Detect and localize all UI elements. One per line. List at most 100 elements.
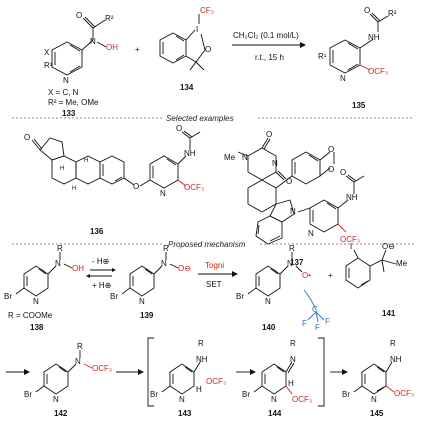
r-definition: R = COOMe [8, 311, 53, 320]
r-group: R [290, 339, 296, 348]
compound-137-label: 137 [290, 258, 304, 267]
r-group: R [390, 339, 396, 348]
fluorine: F [302, 319, 307, 328]
mechanism-143: R NH Br N H OCF₃ 143 [150, 339, 226, 418]
dioxole-o: O [328, 145, 334, 154]
mechanism-142: R N OCF₃ Br N 142 [24, 342, 112, 418]
plus-sign: + [135, 45, 140, 54]
ether-o: O [133, 182, 139, 191]
bromine: Br [236, 292, 244, 301]
bromine: Br [342, 390, 350, 399]
ocf3-anion: OCF₃ [206, 377, 226, 386]
compound-140-label: 140 [262, 323, 276, 332]
amide-n: N [242, 153, 248, 162]
n-atom: N [55, 259, 61, 268]
togni-set-arrow: Togni SET [198, 261, 238, 289]
n-atom: N [287, 259, 293, 268]
deprotonation-label: - H⊕ [92, 257, 109, 266]
proposed-mechanism-divider: Proposed mechanism [12, 240, 414, 249]
row2-entry-arrow [6, 369, 30, 375]
oh-group: OH [106, 43, 118, 52]
methyl: Me [396, 259, 408, 268]
bracket-left [147, 337, 154, 407]
carbonyl-o: O [76, 11, 82, 20]
ring-n: N [265, 297, 271, 306]
mechanism-138: R N OH Br N R = COOMe 138 [4, 244, 84, 332]
compound-143-label: 143 [178, 409, 192, 418]
ocf3-group: OCF₃ [394, 389, 414, 398]
stereo-h: H [84, 158, 88, 164]
conditions-solvent: CH₂Cl₂ (0.1 mol/L) [233, 31, 299, 40]
ring-n: N [63, 76, 69, 85]
ocf3-group: OCF₃ [184, 183, 204, 192]
mechanism-139: R N O⊖ Br N 139 [110, 244, 191, 320]
n-methyl: Me [224, 153, 236, 162]
example-136: O H H H O O NH N OCF₃ 136 [24, 124, 204, 236]
iodine-atom: I [196, 25, 198, 34]
proposed-mechanism-heading: Proposed mechanism [168, 240, 246, 249]
r-group: R [289, 244, 295, 253]
n-atom: N [90, 37, 96, 46]
x-atom: X [44, 48, 50, 57]
r1-group: R¹ [318, 52, 327, 61]
mechanism-144: R N Br N H OCF₃ 144 [242, 339, 312, 418]
set-label: SET [206, 280, 222, 289]
ring-n: N [308, 229, 314, 238]
oh-group: OH [72, 264, 84, 273]
compound-135-label: 135 [352, 101, 366, 110]
compound-144-label: 144 [268, 409, 282, 418]
ring-n: N [160, 189, 166, 198]
fluorine: F [325, 317, 330, 326]
compound-139-label: 139 [140, 311, 154, 320]
compound-134-label: 134 [180, 83, 194, 92]
plus-sign: + [328, 271, 333, 280]
nh-group: NH [184, 149, 196, 158]
nh-group: NH [346, 193, 358, 202]
product-135: O R² NH R¹ N OCF₃ 135 [318, 6, 397, 110]
r2-definition: R² = Me, OMe [48, 98, 99, 107]
o-radical: O• [302, 271, 311, 280]
ring-n: N [340, 74, 346, 83]
ring-n: N [139, 297, 145, 306]
amide-o: O [176, 124, 182, 133]
ring-h: H [196, 385, 202, 394]
n-atom: N [161, 259, 167, 268]
selected-examples-heading: Selected examples [166, 114, 234, 123]
togni-label: Togni [205, 261, 224, 270]
nh-group: NH [390, 355, 402, 364]
togni-reagent-134: I CF₃ O 134 [159, 6, 214, 92]
dioxole-o: O [328, 165, 334, 174]
reaction-arrow: CH₂Cl₂ (0.1 mol/L) r.t., 15 h [232, 31, 306, 62]
bromine: Br [4, 292, 12, 301]
r-group: R [57, 244, 63, 253]
bromine: Br [242, 390, 250, 399]
equilibrium-arrows: - H⊕ + H⊕ [86, 257, 116, 290]
compound-141-label: 141 [382, 309, 396, 318]
bracket-right [318, 337, 325, 407]
stereo-h: H [72, 186, 76, 192]
n-atom: N [75, 357, 81, 366]
imine-n: N [290, 355, 296, 364]
amide-n: N [272, 159, 278, 168]
indole-n: N [290, 207, 296, 216]
r-group: R [198, 339, 204, 348]
stereo-h: H [60, 166, 64, 172]
ring-o: O [205, 45, 211, 54]
cf3-carbon: C [312, 305, 318, 314]
nh-group: NH [368, 33, 380, 42]
r2-group: R² [105, 14, 114, 23]
selected-examples-divider: Selected examples [12, 114, 414, 123]
nh-group: NH [196, 355, 208, 364]
r1-group: R¹ [44, 61, 53, 70]
arrow-142-143 [116, 369, 144, 375]
compound-145-label: 145 [370, 409, 384, 418]
mechanism-140: R N O• Br N 140 C F F F [236, 244, 330, 332]
x-definition: X = C, N [48, 88, 79, 97]
ocf3-group: OCF₃ [92, 364, 112, 373]
compound-142-label: 142 [54, 409, 68, 418]
fluorine: F [315, 323, 320, 332]
bromine: Br [24, 390, 32, 399]
ring-n: N [371, 395, 377, 404]
ring-n: N [271, 395, 277, 404]
arrow-143-144 [236, 369, 256, 375]
